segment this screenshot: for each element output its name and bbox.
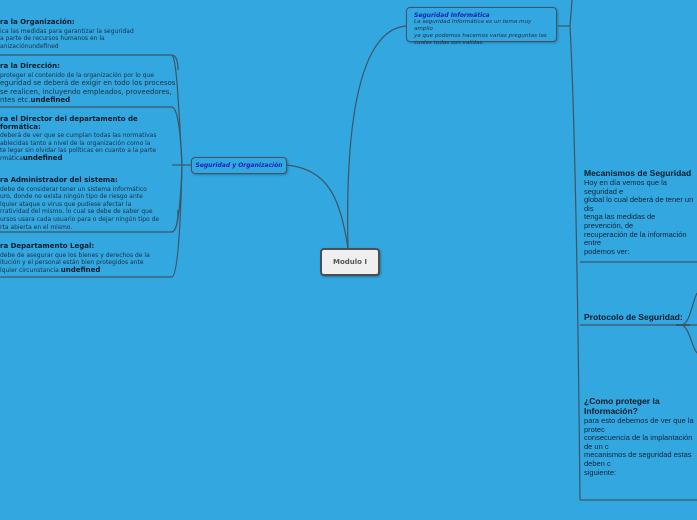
subtopic-text: uro, donde no exista ningún tipo de ries… [0,193,143,201]
subtopic-organizacion[interactable]: ra la Organización: ica las medidas para… [0,18,134,50]
topic-description: cuales todas son validas. [414,40,485,46]
subtopic-mecanismos-seguridad[interactable]: Mecanismos de Seguridad Hoy en día vemos… [584,168,694,256]
subtopic-text: lquier ataque o virus que pudiese afecta… [0,200,132,208]
subtopic-text: se realicen, incluyendo empleados, prove… [0,87,172,96]
subtopic-text: consecuencia de la implantación de un c [584,433,693,451]
subtopic-text: itución y el personal están bien protegi… [0,259,144,267]
central-topic[interactable]: Modulo I [320,248,380,276]
subtopic-text: para esto debemos de ver que la protec [584,416,694,434]
subtopic-director-informatica[interactable]: ra el Director del departamento de formá… [0,115,157,163]
subtopic-text: global lo cual deberá de tener un dis [584,195,694,213]
subtopic-text: rta abierta en el mismo. [0,223,73,231]
subtopic-text: debe de considerar tener un sistema info… [0,185,147,193]
subtopic-text: proteger el contenido de la organización… [0,71,154,79]
subtopic-text: debe de asegurar que los bienes y derech… [0,251,150,259]
subtopic-text: recuperación de la información entre [584,229,687,248]
subtopic-text: tenga las medidas de prevención, de [584,212,656,230]
subtopic-text: deberá de ver que se cumplan todas las n… [0,132,157,140]
subtopic-title: ¿Como proteger la Información? [584,396,660,416]
subtopic-text: eguridad se deberá de exigir en todo los… [0,79,176,88]
subtopic-text: podemos ver: [584,246,630,256]
undefined-suffix: undefined [60,265,101,274]
subtopic-title: ra la Dirección: [0,62,60,70]
subtopic-text: a parte de recursos humanos en la [0,35,105,43]
subtopic-title: ra el Director del departamento de formá… [0,115,138,131]
subtopic-title: Protocolo de Seguridad: [584,312,683,322]
subtopic-text: ursos usara cada usuario para o dejar ni… [0,215,160,223]
subtopic-administrador-sistema[interactable]: ra Administrador del sistema: debe de co… [0,176,160,231]
subtopic-title: ra Administrador del sistema: [0,176,118,184]
topic-seguridad-organizacion[interactable]: Seguridad y Organización [191,157,287,174]
subtopic-text: rratividad del mismo, lo cual se debe de… [0,208,153,216]
subtopic-text: ntes etc. [0,96,31,105]
subtopic-text: ica las medidas para garantizar la segur… [0,27,134,35]
undefined-suffix: undefined [22,153,63,162]
subtopic-title: ra la Organización: [0,18,75,26]
subtopic-text: ablecidas tanto a nivel de la organizaci… [0,139,151,147]
subtopic-title: Mecanismos de Seguridad [584,168,692,178]
subtopic-protocolo-seguridad[interactable]: Protocolo de Seguridad: [584,312,694,323]
subtopic-text: lquier circunstancia. [0,266,61,274]
undefined-suffix: undefined [30,96,71,105]
subtopic-text: te legar sin olvidar las políticas en cu… [0,147,157,155]
subtopic-title: ra Departamento Legal: [0,242,95,250]
subtopic-text: mecanismos de seguridad estas deben c [584,450,692,468]
subtopic-text: siguiente: [584,467,617,477]
topic-seguridad-informatica[interactable]: Seguridad Informática La seguridad Infor… [406,7,557,46]
subtopic-como-proteger[interactable]: ¿Como proteger la Información? para esto… [584,396,694,477]
subtopic-text: Hoy en día vemos que la seguridad e [584,178,667,196]
subtopic-text: anizaciónundefined [0,42,59,50]
subtopic-text: rmática [0,154,23,162]
topic-description: ya que podemos hacernos varias preguntas… [414,33,547,39]
topic-description: La seguridad Informática es un tema muy … [414,19,532,32]
topic-title: Seguridad Informática [414,12,490,19]
subtopic-departamento-legal[interactable]: ra Departamento Legal: debe de asegurar … [0,242,150,274]
topic-title: Seguridad y Organización [195,162,283,169]
central-topic-label: Modulo I [332,258,368,266]
subtopic-direccion[interactable]: ra la Dirección: proteger el contenido d… [0,62,176,105]
